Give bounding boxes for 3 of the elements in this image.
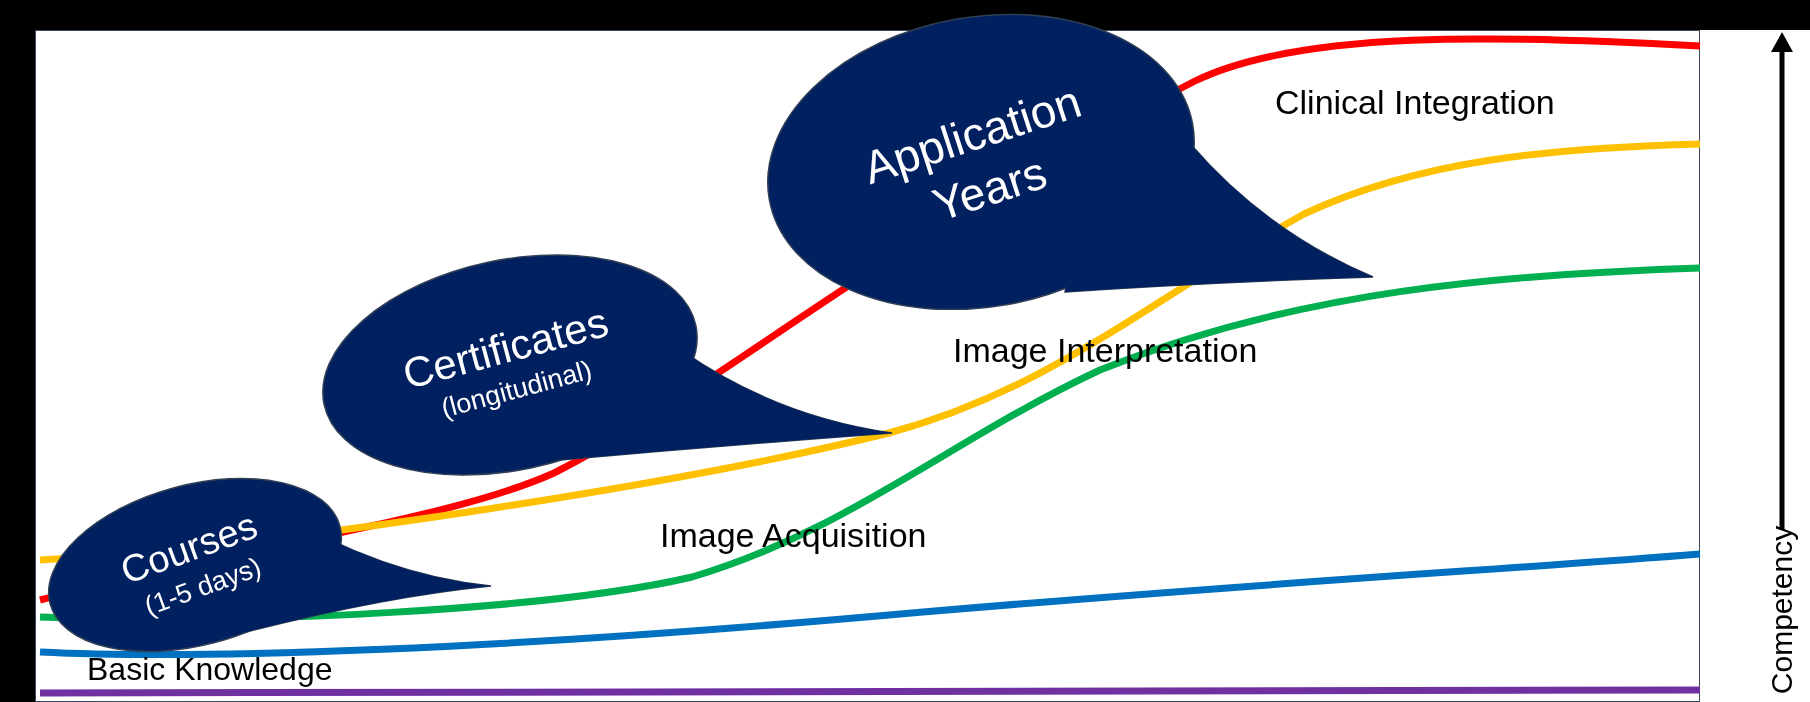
curve-label: Clinical Integration [1275, 85, 1555, 119]
axis-label: Competency [1767, 525, 1797, 695]
curve-label: Basic Knowledge [87, 653, 333, 685]
